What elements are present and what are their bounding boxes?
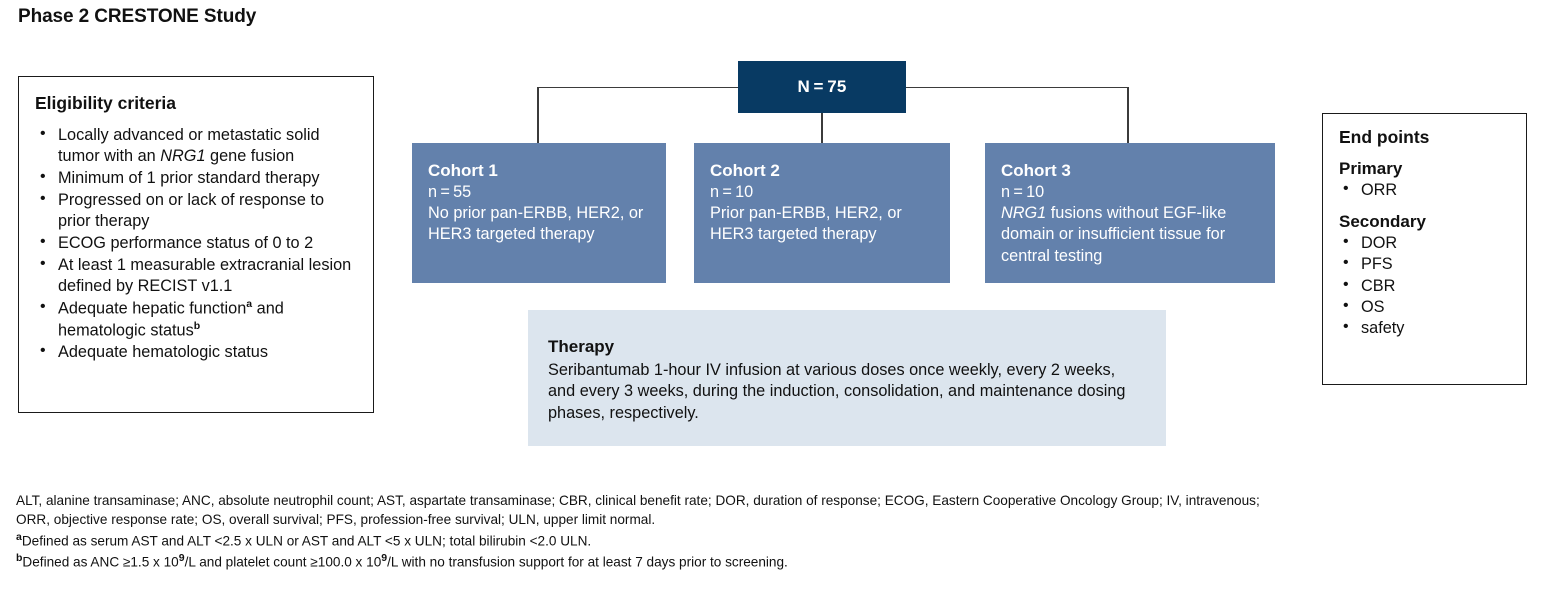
- enrollment-total-box: N = 75: [738, 61, 906, 113]
- footnote-marker-b: b: [16, 551, 23, 564]
- criterion-text-cont: gene fusion: [205, 147, 295, 166]
- footnotes: ALT, alanine transaminase; ANC, absolute…: [16, 491, 1532, 572]
- therapy-heading: Therapy: [548, 337, 615, 356]
- eligibility-criteria-box: Eligibility criteria Locally advanced or…: [18, 76, 374, 413]
- cohort-2-title: Cohort 2: [710, 161, 780, 180]
- list-item: ECOG performance status of 0 to 2: [35, 232, 359, 254]
- list-item: Minimum of 1 prior standard therapy: [35, 167, 359, 189]
- cohort-2-desc-text: Prior pan-ERBB, HER2, or HER3 targeted t…: [710, 204, 902, 244]
- enrollment-total-label: N = 75: [797, 77, 847, 96]
- connector-line-to-cohort-1: [537, 86, 539, 143]
- page-title: Phase 2 CRESTONE Study: [18, 6, 257, 27]
- list-item: OS: [1339, 296, 1514, 318]
- cohort-2-n: n = 10: [710, 183, 754, 202]
- exponent-9: 9: [178, 551, 185, 564]
- cohort-1-box: Cohort 1 n = 55 No prior pan-ERBB, HER2,…: [412, 143, 666, 283]
- footnote-a-text: Defined as serum AST and ALT <2.5 x ULN …: [21, 533, 592, 549]
- list-item: Locally advanced or metastatic solid tum…: [35, 124, 359, 167]
- cohort-3-description: NRG1 fusions without EGF-like domain or …: [1001, 203, 1261, 267]
- cohort-2-description: Prior pan-ERBB, HER2, or HER3 targeted t…: [710, 203, 936, 245]
- eligibility-heading: Eligibility criteria: [35, 93, 177, 113]
- list-item: ORR: [1339, 179, 1514, 201]
- criterion-text: Adequate hematologic status: [58, 343, 268, 361]
- gene-name: NRG1: [160, 147, 206, 166]
- list-item: Adequate hepatic functiona and hematolog…: [35, 297, 359, 341]
- criterion-text: Progressed on or lack of response to pri…: [58, 191, 325, 231]
- footnote-b-text-1: Defined as ANC ≥1.5 x 10: [22, 554, 179, 570]
- abbreviations-line-1: ALT, alanine transaminase; ANC, absolute…: [16, 493, 1260, 508]
- cohort-1-desc-text: No prior pan-ERBB, HER2, or HER3 targete…: [428, 204, 644, 244]
- primary-endpoints-heading: Primary: [1339, 159, 1403, 178]
- connector-line-horizontal-right: [905, 86, 1129, 89]
- secondary-endpoints-list: DOR PFS CBR OS safety: [1339, 232, 1514, 339]
- criterion-text: ECOG performance status of 0 to 2: [58, 234, 314, 253]
- cohort-3-box: Cohort 3 n = 10 NRG1 fusions without EGF…: [985, 143, 1275, 283]
- cohort-3-title: Cohort 3: [1001, 161, 1071, 180]
- therapy-description: Seribantumab 1-hour IV infusion at vario…: [548, 360, 1126, 422]
- footnote-b-text-3: /L with no transfusion support for at le…: [387, 554, 788, 570]
- criterion-text-cont: and hematologic status: [58, 299, 284, 339]
- primary-endpoints-list: ORR: [1339, 179, 1514, 201]
- criterion-text: At least 1 measurable extracranial lesio…: [58, 256, 352, 296]
- footnote-b-text-2: /L and platelet count ≥100.0 x 10: [184, 554, 382, 570]
- connector-line-horizontal-left: [537, 86, 739, 89]
- cohort-1-n: n = 55: [428, 183, 472, 202]
- footnote-a: aDefined as serum AST and ALT <2.5 x ULN…: [16, 530, 1532, 551]
- footnote-marker-a: a: [246, 298, 253, 311]
- abbreviations-line-2: ORR, objective response rate; OS, overal…: [16, 512, 656, 528]
- exponent-9: 9: [381, 551, 388, 564]
- footnote-marker-a: a: [16, 530, 22, 543]
- cohort-1-title: Cohort 1: [428, 161, 498, 180]
- secondary-endpoints-heading: Secondary: [1339, 212, 1426, 232]
- list-item: At least 1 measurable extracranial lesio…: [35, 254, 359, 297]
- cohort-2-box: Cohort 2 n = 10 Prior pan-ERBB, HER2, or…: [694, 143, 950, 283]
- list-item: PFS: [1339, 253, 1514, 275]
- criterion-text: Adequate hepatic function: [58, 299, 247, 318]
- gene-name: NRG1: [1001, 204, 1047, 223]
- connector-line-to-cohort-2: [821, 113, 823, 143]
- criterion-text: Minimum of 1 prior standard therapy: [58, 169, 320, 188]
- cohort-3-n: n = 10: [1001, 183, 1045, 202]
- connector-line-to-cohort-3: [1127, 86, 1129, 143]
- cohort-3-desc-text: fusions without EGF-like domain or insuf…: [1001, 204, 1227, 265]
- list-item: Adequate hematologic status: [35, 341, 359, 363]
- cohort-1-description: No prior pan-ERBB, HER2, or HER3 targete…: [428, 203, 652, 245]
- criterion-text: Locally advanced or metastatic solid tum…: [58, 126, 320, 166]
- footnote-b: bDefined as ANC ≥1.5 x 109/L and platele…: [16, 551, 1532, 572]
- therapy-box: Therapy Seribantumab 1-hour IV infusion …: [528, 310, 1166, 446]
- endpoints-box: End points Primary ORR Secondary DOR PFS…: [1322, 113, 1527, 385]
- list-item: Progressed on or lack of response to pri…: [35, 189, 359, 232]
- list-item: DOR: [1339, 232, 1514, 254]
- footnote-marker-b: b: [193, 319, 201, 332]
- eligibility-criteria-list: Locally advanced or metastatic solid tum…: [35, 124, 359, 363]
- list-item: CBR: [1339, 275, 1514, 297]
- list-item: safety: [1339, 317, 1514, 339]
- endpoints-heading: End points: [1339, 127, 1430, 147]
